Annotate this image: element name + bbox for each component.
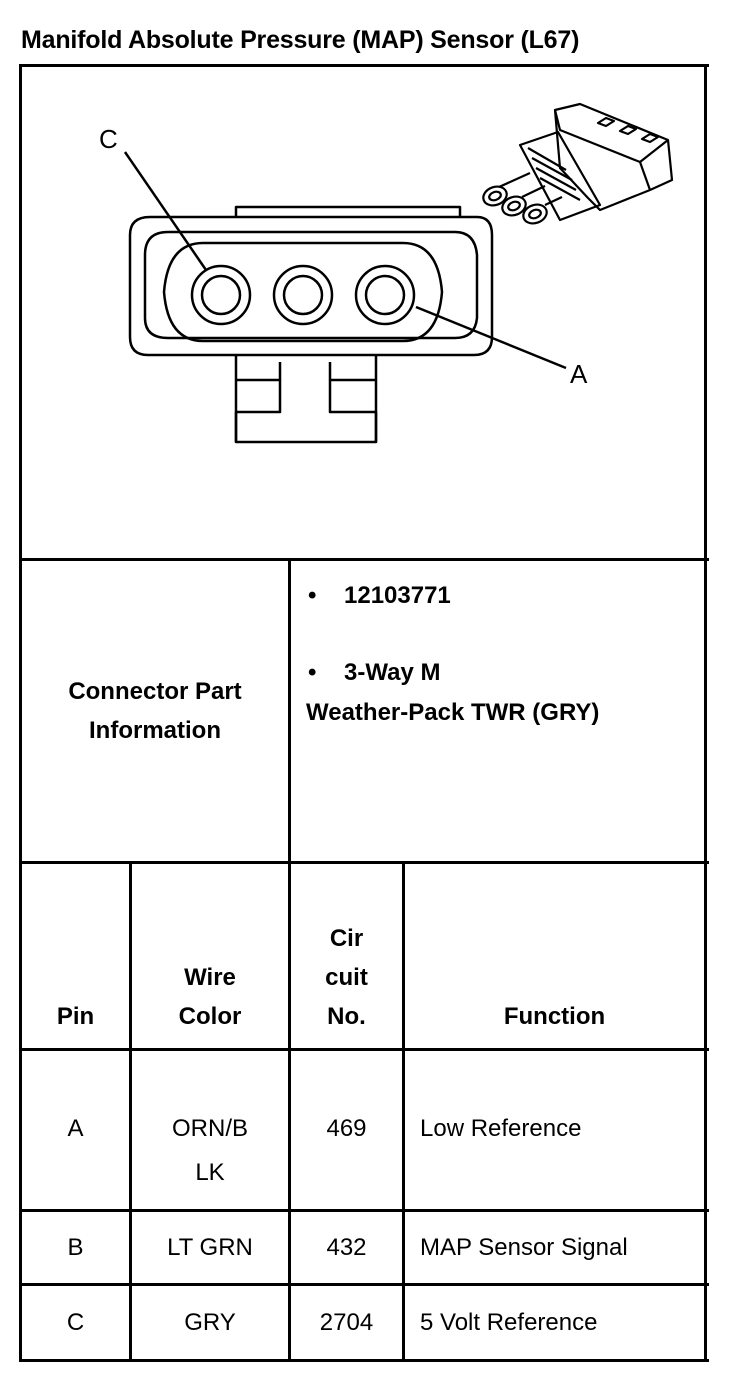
- connector-top-tab: [234, 205, 462, 217]
- row-a-pin: A: [67, 1115, 84, 1142]
- connector-body-outer: [128, 215, 494, 357]
- row-c-wire-color: GRY: [184, 1308, 236, 1336]
- pin-c-inner: [200, 274, 242, 316]
- connector-diagram: C A: [99, 102, 674, 444]
- connector-info-label-line2: Information: [89, 717, 221, 744]
- connector-body-inner: [143, 230, 479, 340]
- bullet-icon: •: [308, 582, 317, 609]
- divider-connector-info: [19, 861, 709, 864]
- divider-diagram: [19, 558, 709, 561]
- row-b-function: MAP Sensor Signal: [420, 1233, 628, 1261]
- pin-c-outer: [190, 264, 252, 326]
- connector-3d-icon: [482, 102, 674, 225]
- bullet-icon: •: [308, 659, 317, 686]
- connector-info-label: Connector Part Information: [22, 561, 288, 861]
- pin-a-inner: [364, 274, 406, 316]
- row-b-wire-color: LT GRN: [167, 1233, 253, 1261]
- border-bottom: [19, 1359, 709, 1362]
- part-number: 12103771: [344, 582, 451, 609]
- row-c-circuit: 2704: [319, 1308, 374, 1336]
- pin-b-inner: [282, 274, 324, 316]
- row-a-wire-color: ORN/B LK: [171, 1115, 248, 1186]
- header-function: Function: [503, 1003, 606, 1030]
- connector-latch: [234, 355, 378, 444]
- row-b-pin: B: [67, 1233, 84, 1261]
- part-number-row: • 12103771: [308, 582, 451, 610]
- border-left: [19, 64, 22, 1362]
- divider-info-column: [288, 558, 291, 864]
- connector-type-line2: Weather-Pack TWR (GRY): [306, 699, 600, 726]
- header-pin: Pin: [56, 1003, 95, 1030]
- callout-label-a: A: [570, 359, 588, 389]
- page-title: Manifold Absolute Pressure (MAP) Sensor …: [21, 26, 580, 54]
- divider-row-b: [19, 1283, 709, 1286]
- divider-row-a: [19, 1209, 709, 1212]
- pin-b-outer: [272, 264, 334, 326]
- pin-a-outer: [354, 264, 416, 326]
- connector-type-row: • 3-Way M: [308, 659, 440, 687]
- callout-line-c: [123, 151, 208, 271]
- header-wire-color: Wire Color: [178, 964, 242, 1030]
- callout-label-c: C: [99, 124, 118, 154]
- connector-type-line1: 3-Way M: [344, 659, 441, 686]
- row-a-function: Low Reference: [420, 1115, 582, 1142]
- header-circuit-no: Cir cuit No.: [325, 925, 368, 1030]
- pin-cavity-surround: [162, 241, 444, 343]
- divider-col-circuit: [402, 861, 405, 1362]
- callout-line-a: [415, 305, 567, 370]
- row-c-function: 5 Volt Reference: [420, 1308, 598, 1336]
- row-c-pin: C: [66, 1308, 85, 1336]
- border-top: [19, 64, 709, 67]
- connector-info-label-line1: Connector Part: [68, 678, 242, 705]
- border-right: [704, 64, 707, 1362]
- divider-col-pin: [129, 861, 132, 1362]
- row-a-circuit: 469: [326, 1115, 367, 1142]
- row-b-circuit: 432: [326, 1233, 367, 1261]
- divider-col-wire: [288, 861, 291, 1362]
- divider-header: [19, 1048, 709, 1051]
